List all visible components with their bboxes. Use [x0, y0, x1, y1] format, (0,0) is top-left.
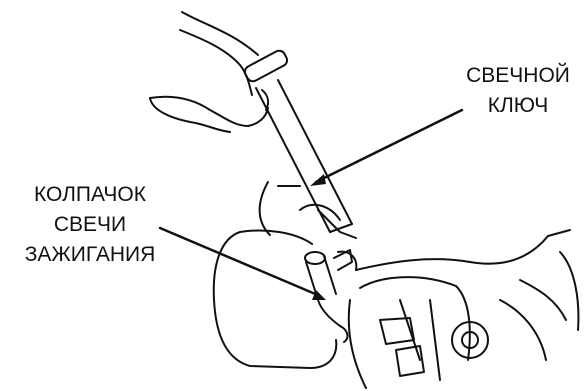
spark-plug-cap-label-line3: ЗАЖИГАНИЯ — [0, 240, 180, 270]
spark-plug-cap-label: КОЛПАЧОК СВЕЧИ ЗАЖИГАНИЯ — [0, 180, 180, 270]
engine-casing-drawing — [214, 182, 579, 388]
spark-plug-cap-drawing — [305, 250, 352, 342]
cap-leader-arrowhead — [312, 290, 326, 300]
spark-plug-wrench-label-line1: СВЕЧНОЙ — [448, 61, 584, 91]
cap-leader-line — [160, 228, 320, 296]
wrench-t-handle — [243, 49, 289, 84]
wrench-leader-line — [316, 110, 462, 182]
spark-plug-cap-label-line1: КОЛПАЧОК — [0, 180, 180, 210]
spark-plug-wrench-label: СВЕЧНОЙ КЛЮЧ — [448, 61, 584, 121]
spark-plug-wrench-label-line2: КЛЮЧ — [448, 91, 584, 121]
hand-drawing — [150, 12, 268, 132]
spark-plug-wrench-drawing — [256, 80, 356, 238]
wrench-leader-arrowhead — [310, 174, 326, 186]
spark-plug-cap-label-line2: СВЕЧИ — [0, 210, 180, 240]
